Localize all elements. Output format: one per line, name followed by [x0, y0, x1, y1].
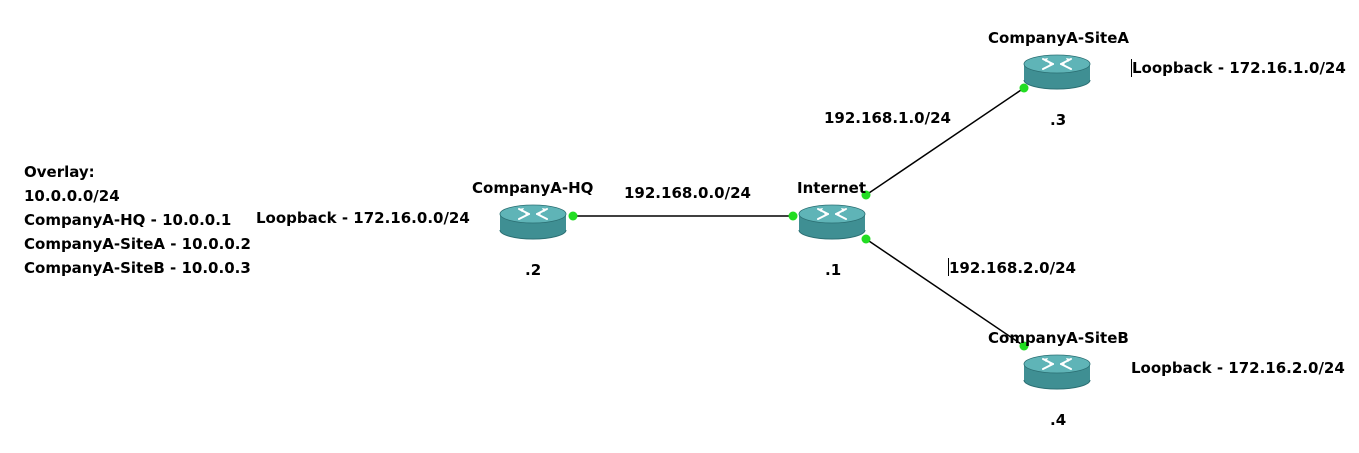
link-subnet-hq-internet[interactable]: 192.168.0.0/24	[624, 184, 751, 202]
ip-suffix-hq[interactable]: .2	[525, 261, 542, 279]
node-label-sitea[interactable]: CompanyA-SiteA	[988, 29, 1129, 47]
routers-layer	[499, 54, 1091, 390]
port-dot	[788, 211, 798, 221]
node-label-siteb[interactable]: CompanyA-SiteB	[988, 329, 1129, 347]
port-dot	[861, 190, 871, 200]
overlay-note-line: CompanyA-SiteA - 10.0.0.2	[24, 235, 251, 253]
ip-suffix-internet[interactable]: .1	[825, 261, 842, 279]
router-icon[interactable]	[1023, 354, 1091, 390]
ip-suffix-sitea[interactable]: .3	[1050, 111, 1067, 129]
router-icon[interactable]	[798, 204, 866, 240]
link-internet-siteb[interactable]	[865, 238, 1025, 347]
link-subnet-internet-siteb[interactable]: 192.168.2.0/24	[949, 259, 1076, 277]
overlay-note-line: 10.0.0.0/24	[24, 187, 120, 205]
router-icon[interactable]	[499, 204, 567, 240]
loopback-label-siteb[interactable]: Loopback - 172.16.2.0/24	[1131, 359, 1345, 377]
overlay-note-line: CompanyA-SiteB - 10.0.0.3	[24, 259, 251, 277]
overlay-note-line: Overlay:	[24, 163, 95, 181]
node-label-hq[interactable]: CompanyA-HQ	[472, 179, 594, 197]
node-label-internet[interactable]: Internet	[797, 179, 867, 197]
port-dot	[1019, 83, 1029, 93]
port-dot	[861, 234, 871, 244]
ports-layer	[568, 83, 1029, 351]
link-subnet-internet-sitea[interactable]: 192.168.1.0/24	[824, 109, 951, 127]
overlay-note[interactable]: Overlay: 10.0.0.0/24 CompanyA-HQ - 10.0.…	[24, 160, 251, 280]
links-layer	[573, 87, 1025, 347]
link-internet-sitea[interactable]	[865, 87, 1025, 196]
loopback-label-hq[interactable]: Loopback - 172.16.0.0/24	[256, 209, 470, 227]
text-cursor	[1131, 59, 1132, 77]
loopback-label-sitea[interactable]: Loopback - 172.16.1.0/24	[1132, 59, 1346, 77]
port-dot	[568, 211, 578, 221]
router-icon[interactable]	[1023, 54, 1091, 90]
port-dot	[1019, 341, 1029, 351]
overlay-note-line: CompanyA-HQ - 10.0.0.1	[24, 211, 232, 229]
ip-suffix-siteb[interactable]: .4	[1050, 411, 1067, 429]
text-cursor	[948, 258, 949, 276]
